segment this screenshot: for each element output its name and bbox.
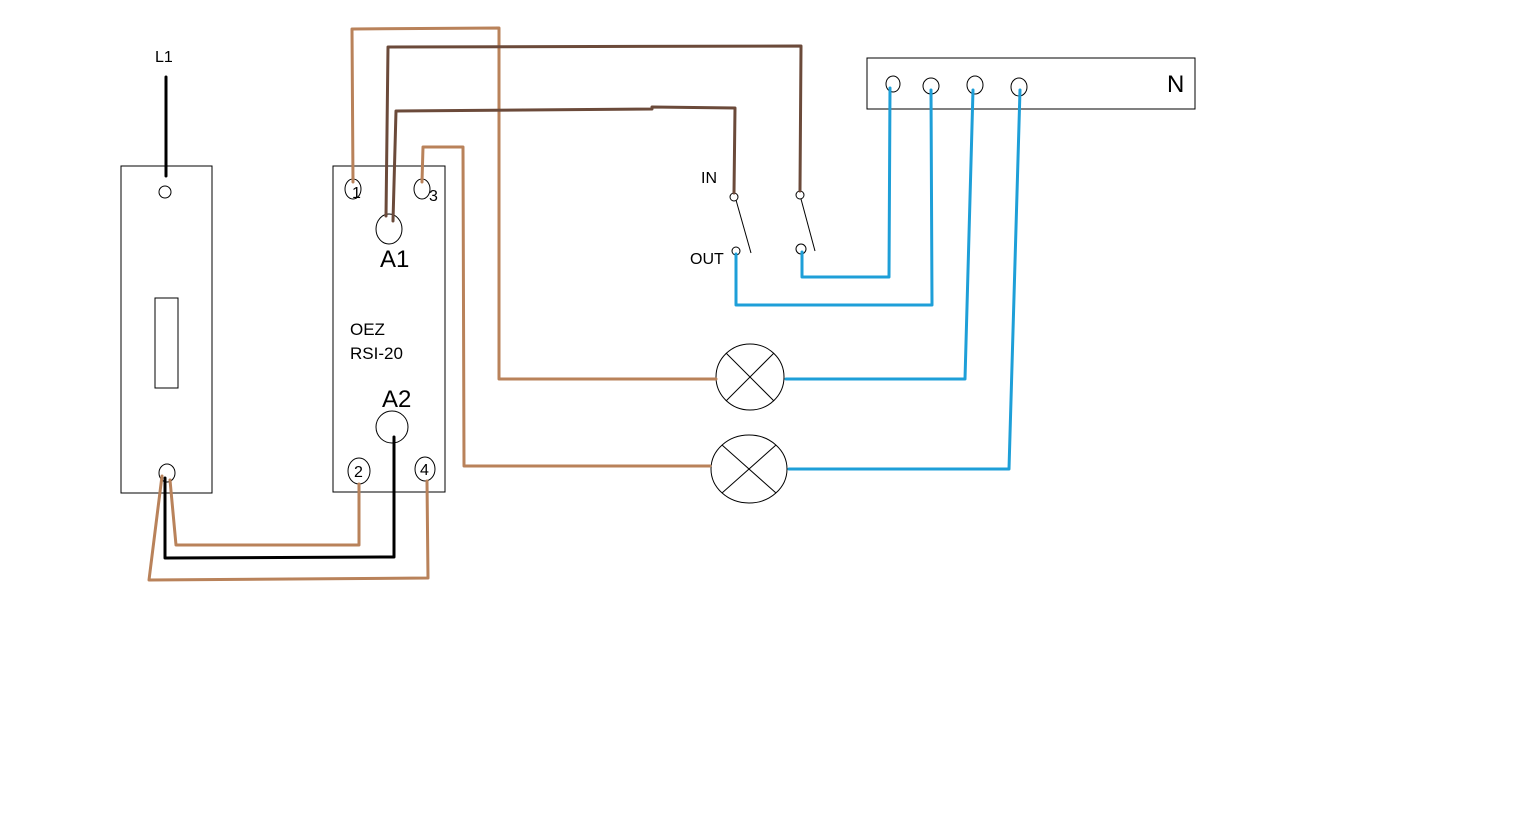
switch-out-label: OUT [690,251,724,268]
relay-model-label: RSI-20 [350,344,403,363]
supply-label: L1 [155,49,173,66]
wire-neutral1-to-switch-right [800,86,892,279]
relay-terminal-4 [414,456,436,482]
switch-right [795,190,816,255]
relay [332,165,446,493]
relay-coil-a1-label: A1 [380,246,409,273]
neutral-bar-body [866,57,1196,110]
relay-coil-a2-label: A2 [382,386,411,413]
switch-in-label: IN [701,170,717,187]
wire-a1-to-switch-right [384,44,803,218]
neutral-terminal-3 [966,75,984,95]
switch-left-contact [735,199,752,254]
wire-breaker-to-relay2 [168,478,361,547]
wire-neutral3-to-lamp-upper [784,88,975,381]
breaker-lever [154,297,179,389]
breaker-top-terminal [158,185,172,199]
wire-relay3-to-lamp-lower [420,145,712,468]
relay-terminal-2-label: 2 [354,464,363,481]
relay-coil-a2-terminal [375,410,409,444]
switch-left [729,192,752,256]
relay-body [332,165,446,493]
wire-relay1-to-lamp-upper [350,26,718,381]
breaker-body [120,165,213,494]
relay-maker-label: OEZ [350,320,385,339]
lamp-upper-cross-b [725,352,775,402]
relay-terminal-3-label: 3 [429,188,438,205]
wire-neutral4-to-lamp-lower [787,88,1022,471]
neutral-label: N [1167,71,1184,98]
relay-terminal-1-label: 1 [352,185,361,202]
wire-a1-to-switch-left [391,105,737,223]
switch-right-contact [800,198,816,252]
wire-breaker-to-a2 [163,435,396,560]
neutral-terminal-1 [885,75,901,93]
wire-breaker-to-relay4 [147,474,430,582]
lamp-lower-cross-b [721,444,777,494]
relay-terminal-4-label: 4 [420,462,429,479]
wire-neutral2-to-switch-left [734,88,934,307]
neutral-bar [866,57,1196,110]
relay-coil-a1-terminal [375,213,403,245]
breaker [120,165,213,494]
lamp-upper [715,343,785,411]
lamp-lower [710,434,788,504]
